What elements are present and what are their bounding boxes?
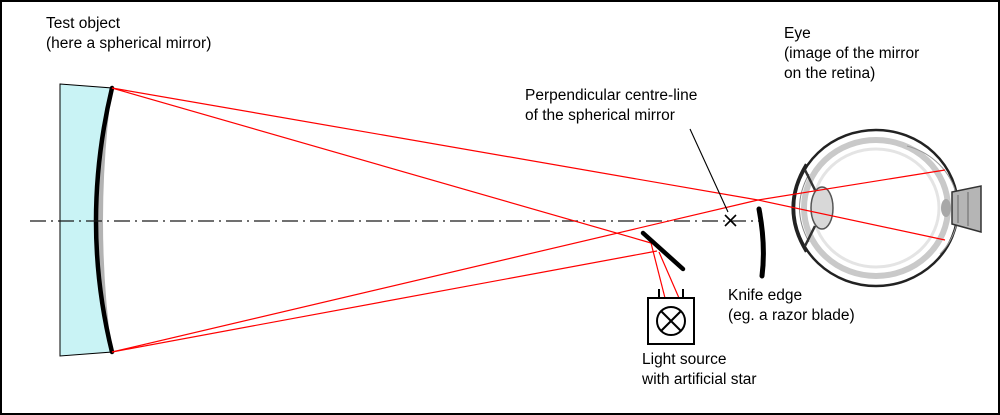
ray-source-to-diagonal-left — [650, 242, 666, 299]
label-test-object: Test object (here a spherical mirror) — [46, 15, 212, 53]
cornea-inner — [799, 173, 810, 243]
iris-bottom — [803, 225, 817, 247]
centre-mark-stroke-2 — [724, 214, 737, 227]
cornea — [791, 163, 807, 253]
lamp-circle — [656, 306, 686, 336]
ray-diagonal-to-mirror-top — [111, 87, 652, 244]
centre-mark — [724, 214, 737, 227]
label-knife-edge: Knife edge (eg. a razor blade) — [728, 287, 855, 325]
pointer-line — [689, 128, 729, 213]
optic-nerve — [951, 185, 982, 233]
diagonal-mirror — [640, 230, 686, 272]
eye-illustration — [791, 128, 982, 288]
ray-mirror-top-to-focus — [111, 87, 759, 201]
ray-diagonal-to-mirror-bottom — [111, 250, 658, 353]
ray-focus-to-retina-upper — [757, 169, 946, 201]
ray-mirror-bottom-to-focus — [111, 199, 759, 353]
spherical-mirror — [59, 83, 115, 357]
label-light-source: Light source with artificial star — [642, 351, 757, 389]
ray-source-to-diagonal-right — [658, 251, 680, 299]
ray-focus-to-retina-lower — [757, 199, 946, 241]
iris-top — [803, 169, 817, 191]
knife-edge-shape — [756, 206, 766, 279]
light-rays — [111, 87, 946, 353]
lens — [810, 186, 834, 230]
lamp-cross-2 — [660, 310, 682, 332]
light-source-symbol — [647, 289, 695, 345]
label-eye: Eye (image of the mirror on the retina) — [784, 25, 920, 83]
label-centre-line: Perpendicular centre-line of the spheric… — [525, 87, 698, 125]
fovea — [941, 199, 951, 217]
